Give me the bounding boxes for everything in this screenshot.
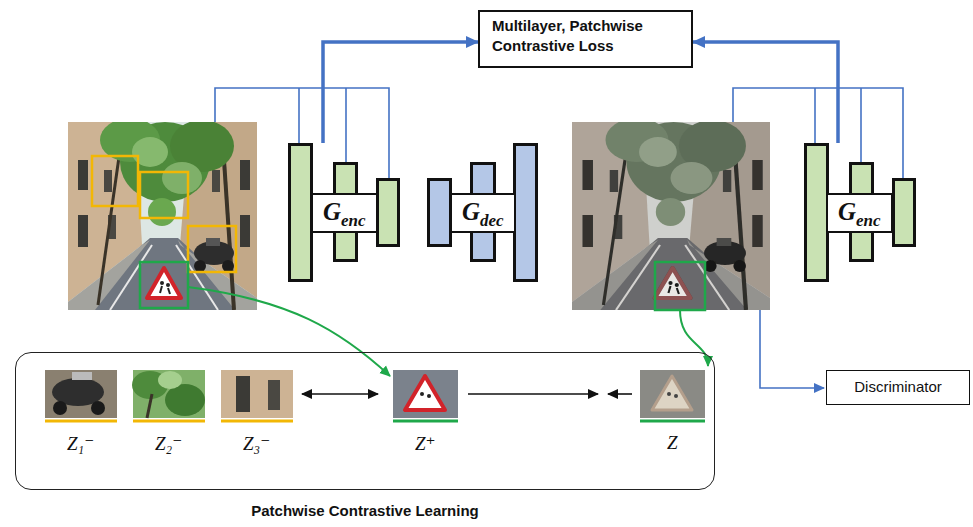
feature-taps: [215, 88, 903, 178]
subscript-text: dec: [480, 211, 504, 230]
contrast-arrow: [608, 393, 632, 395]
patch-symbol: Z₃⁻: [243, 432, 270, 455]
box-text: Multilayer, Patchwise Contrastive Loss: [492, 16, 679, 57]
symbol-text: G: [323, 198, 341, 225]
label-box: Genc: [311, 193, 378, 233]
panel-border: [15, 352, 715, 490]
patch-symbol: Z⁺: [415, 432, 436, 455]
layer-bar: [894, 180, 915, 246]
panel-caption: Patchwise Contrastive Learning: [15, 502, 715, 519]
layer-bar: [515, 145, 537, 281]
process-box: Discriminator: [826, 370, 970, 405]
decoder-block: Gdec: [427, 143, 538, 282]
learning-panel: Patchwise Contrastive Learning: [15, 352, 715, 527]
layer-bar: [290, 145, 312, 281]
patch-pointer: [680, 310, 708, 366]
patch-symbol: Z₂⁻: [155, 432, 182, 455]
process-box: Multilayer, Patchwise Contrastive Loss: [478, 10, 693, 68]
patch-symbol: Z₁⁻: [67, 432, 94, 455]
subscript-text: enc: [856, 211, 881, 230]
layer-bar: [429, 180, 451, 246]
subscript-text: enc: [341, 211, 366, 230]
symbol-text: G: [838, 198, 856, 225]
label-box: Genc: [826, 193, 893, 233]
encoder-block: Genc: [288, 143, 400, 282]
contrast-arrow: [302, 393, 378, 395]
symbol-text: G: [462, 198, 480, 225]
label-box: Gdec: [450, 193, 516, 233]
patch-symbol: Z: [667, 432, 678, 454]
layer-bar: [806, 145, 828, 281]
encoder-block: Genc: [804, 143, 914, 282]
patch-pointer: [188, 287, 390, 376]
discriminator-feed: [760, 310, 824, 388]
connector: [693, 42, 838, 143]
box-text: Discriminator: [854, 377, 942, 397]
contrast-arrow: [468, 393, 598, 395]
connector: [323, 42, 478, 143]
layer-bar: [378, 180, 399, 246]
